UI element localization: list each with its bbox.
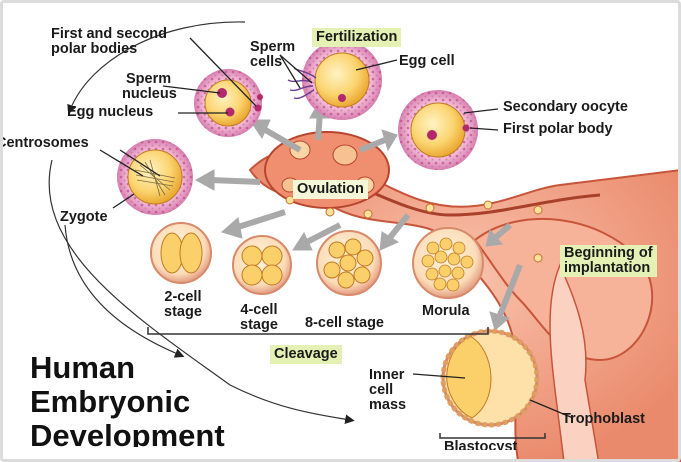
label-beginning-line2: implantation <box>564 261 653 276</box>
label-sperm-nucleus-line2: nucleus <box>112 87 177 102</box>
label-eight-cell: 8-cell stage <box>305 316 384 331</box>
label-sperm-cells: Sperm cells <box>250 40 295 70</box>
label-four-cell: 4-cell stage <box>240 303 278 333</box>
label-two-cell-line1: 2-cell <box>164 290 202 305</box>
label-egg-cell: Egg cell <box>399 54 455 69</box>
label-inner-cell-mass-line1: Inner <box>369 368 406 383</box>
label-inner-cell-mass-line2: cell <box>369 383 406 398</box>
label-inner-cell-mass: Inner cell mass <box>369 368 406 414</box>
label-centrosomes: Centrosomes <box>0 136 89 151</box>
label-ovulation: Ovulation <box>293 180 368 199</box>
label-secondary-oocyte: Secondary oocyte <box>503 100 628 115</box>
title-line-1: Human <box>30 352 135 383</box>
label-beginning-implantation: Beginning of implantation <box>560 245 657 277</box>
label-sperm-cells-line2: cells <box>250 55 295 70</box>
four-cell-embryo <box>233 236 291 294</box>
title-line-3: Development <box>30 420 225 447</box>
label-morula: Morula <box>422 304 470 319</box>
label-polar-bodies-line1: First and second <box>51 27 167 42</box>
fertilization-egg <box>288 40 382 120</box>
label-trophoblast: Trophoblast <box>562 412 645 427</box>
label-two-cell-line2: stage <box>164 305 202 320</box>
zygote-cell <box>117 139 193 215</box>
label-sperm-nucleus-line1: Sperm <box>112 72 177 87</box>
label-two-cell: 2-cell stage <box>164 290 202 320</box>
label-sperm-nucleus: Sperm nucleus <box>112 72 177 102</box>
label-beginning-line1: Beginning of <box>564 246 653 261</box>
eight-cell-embryo <box>317 231 381 295</box>
morula-embryo <box>413 228 483 298</box>
label-fertilization: Fertilization <box>312 28 401 47</box>
label-sperm-cells-line1: Sperm <box>250 40 295 55</box>
two-cell-embryo <box>151 223 211 283</box>
label-zygote: Zygote <box>60 210 108 225</box>
secondary-oocyte-cell <box>398 90 478 170</box>
title-line-2: Embryonic <box>30 386 190 417</box>
label-egg-nucleus: Egg nucleus <box>67 105 153 120</box>
label-cleavage: Cleavage <box>270 345 342 364</box>
label-blastocyst: Blastocyst <box>444 440 517 450</box>
label-first-polar-body: First polar body <box>503 122 613 137</box>
label-polar-bodies: First and second polar bodies <box>51 27 167 57</box>
label-four-cell-line2: stage <box>240 318 278 333</box>
label-polar-bodies-line2: polar bodies <box>51 42 167 57</box>
label-inner-cell-mass-line3: mass <box>369 398 406 413</box>
label-four-cell-line1: 4-cell <box>240 303 278 318</box>
